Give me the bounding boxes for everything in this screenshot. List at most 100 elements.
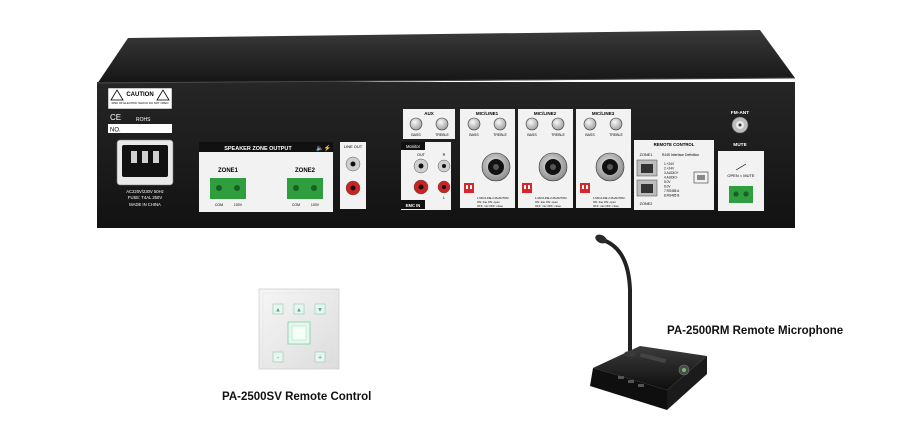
aux-treble-label: TREBLE [435,133,449,137]
mic2-treble-label: TREBLE [551,133,565,137]
speaker-zone-output-panel: SPEAKER ZONE OUTPUT 🔈⚡ ZONE1 ZONE2 COM 1… [199,142,333,212]
serial-number-field [108,124,172,133]
zone1-label: ZONE1 [218,168,239,174]
risk-text: RISK OF ELECTRIC SHOCK DO NOT OPEN [112,101,169,105]
aux-treble-knob[interactable] [435,117,449,131]
sv-center-button[interactable] [287,321,311,345]
zone2-100v-label: 100V [311,203,320,207]
mic3-treble-knob[interactable] [609,117,623,131]
fm-ant-label: FM-ANT [731,110,749,116]
monitor-red-jack[interactable] [413,179,429,195]
rc-zone1-label: ZONE1 [640,153,653,157]
remote-microphone-device [590,234,707,410]
remote-control-label: REMOTE CONTROL [654,142,695,147]
line-out-jack-red[interactable] [345,180,361,196]
mic-line3-channel: MIC/LINE3 BASS TREBLE 1.MIC/LINE 2.PHANT… [576,109,631,208]
zone1-terminal[interactable] [210,178,246,199]
emc-in-label: EMC IN [406,203,421,208]
speaker-zone-title: SPEAKER ZONE OUTPUT [224,146,292,152]
sv-up-button-mid[interactable]: ▲ [293,303,305,315]
aux-bass-knob[interactable] [409,117,423,131]
rj45-pin-8: 8.RS485 B [664,194,679,198]
mic3-onoff-text: ON: line ON: open [593,200,616,204]
mic2-phantom-text: 1.MIC/LINE 2.PHANTOM [535,196,567,200]
mic1-dip-switch[interactable] [464,183,474,193]
svg-text:-: - [277,355,280,362]
mic-line1-channel: MIC/LINE1 BASS TREBLE 1.MIC/LINE 2.PHANT… [460,109,515,208]
l-label: L [443,196,445,200]
mute-terminal[interactable] [729,186,753,203]
mic3-offmic-text: OFF: mic OFF: close [593,204,619,208]
mic1-xlr-jack[interactable] [481,152,511,182]
mic-talk-button[interactable] [678,364,690,376]
caution-text: CAUTION [126,92,153,98]
mic1-phantom-text: 1.MIC/LINE 2.PHANTOM [477,196,509,200]
remote-control-panel: REMOTE CONTROL ZONE1 ZONE2 RJ45 Interfac… [634,140,714,210]
amplifier-rear-panel: CAUTION RISK OF ELECTRIC SHOCK DO NOT OP… [96,30,796,228]
mic3-phantom-text: 1.MIC/LINE 2.PHANTOM [593,196,625,200]
mute-panel: OPEN = MUTE [718,151,764,211]
mic3-bass-label: BASS [585,133,595,137]
line-out-jack-white[interactable] [345,156,361,172]
mic-line3-label: MIC/LINE3 [592,111,615,116]
rc-zone2-rj45-port[interactable] [636,179,658,197]
sv-minus-button[interactable]: - [272,351,284,363]
mic1-treble-label: TREBLE [493,133,507,137]
mic2-xlr-jack[interactable] [538,152,568,182]
aux-panel: AUX BASS TREBLE [403,109,455,139]
mic-button-1[interactable] [618,376,624,379]
rc-zone2-label: ZONE2 [640,202,653,206]
mic2-bass-label: BASS [527,133,537,137]
rj45-diagram-icon [693,171,709,184]
mic-display-strip [639,352,667,364]
mic3-xlr-jack[interactable] [595,152,625,182]
caution-label: CAUTION RISK OF ELECTRIC SHOCK DO NOT OP… [107,87,173,110]
zone2-terminal[interactable] [287,178,323,199]
open-mute-label: OPEN = MUTE [727,173,755,178]
rj45-pin-4: 4.AUDIO- [664,176,678,180]
power-inlet[interactable] [116,139,174,186]
mute-label: MUTE [733,142,747,148]
mic3-bass-knob[interactable] [583,117,597,131]
remote-control-device: ▲ ▲ ▼ - + [258,288,340,370]
speaker-icon: 🔈⚡ [316,144,331,152]
svg-text:▲: ▲ [296,308,302,314]
rohs-mark: ROHS [136,117,151,123]
mic-line1-label: MIC/LINE1 [476,111,499,116]
mic1-treble-knob[interactable] [493,117,507,131]
amplifier-top-surface [97,30,795,84]
mic3-treble-label: TREBLE [609,133,623,137]
aux-bass-label: BASS [411,133,421,137]
monitor-out-jack[interactable] [413,158,429,174]
svg-text:+: + [318,355,322,362]
emc-in-jack-l[interactable] [437,180,451,194]
mic2-dip-switch[interactable] [522,183,532,193]
made-in-text: MADE IN CHINA [129,202,161,207]
mic-neck-collar [624,351,636,357]
mic1-bass-label: BASS [469,133,479,137]
fm-antenna-jack[interactable] [731,116,749,134]
zone1-com-label: COM [215,203,223,207]
rj45-title: RJ45 Interface Definition [662,153,699,157]
mic-base-top [593,346,707,390]
rj45-pin-3: 3.AUDIO+ [664,171,679,175]
aux-label: AUX [424,111,434,116]
rj45-pin-2: 2.+24V [664,167,675,171]
emc-in-jack-r[interactable] [437,159,451,173]
sv-up-button-left[interactable]: ▲ [272,303,284,315]
mic-button-2[interactable] [628,380,634,383]
sv-up-button-right[interactable]: ▼ [314,303,326,315]
mic-base-front [590,368,667,410]
mic2-treble-knob[interactable] [551,117,565,131]
mic2-bass-knob[interactable] [525,117,539,131]
mic-gooseneck [601,238,632,355]
monitor-label: Monitor [406,144,421,149]
mic-button-3[interactable] [638,384,644,387]
mic3-dip-switch[interactable] [580,183,590,193]
sv-plus-button[interactable]: + [314,351,326,363]
fuse-spec-text: FUSE: T4AL 250V [128,195,162,200]
rc-zone1-rj45-port[interactable] [636,159,658,177]
mic1-bass-knob[interactable] [467,117,481,131]
rj45-pin-7: 7.RS485 A [664,189,680,193]
